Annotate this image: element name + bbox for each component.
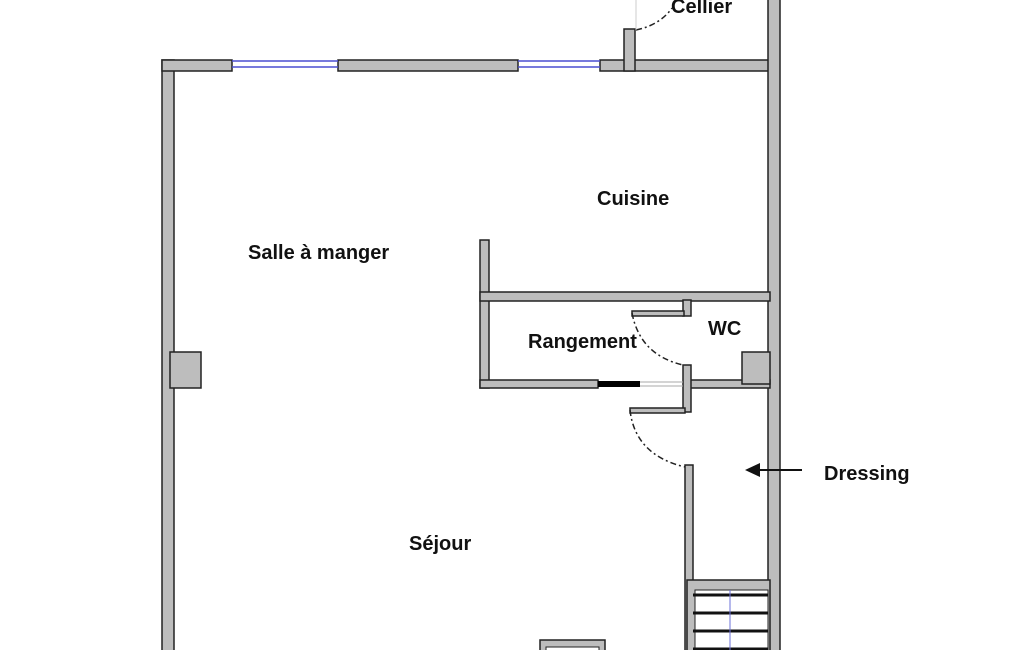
- room-label-rangement: Rangement: [528, 331, 637, 353]
- wall-cellier: [623, 28, 636, 72]
- room-label-cellier: Cellier: [671, 0, 733, 18]
- arrow-icon: [745, 463, 802, 477]
- wall-kitchen: [479, 291, 771, 302]
- wall-kitchen: [479, 239, 490, 389]
- sliding-door: [598, 381, 640, 387]
- pillar: [741, 351, 771, 385]
- room-label-wc: WC: [708, 318, 742, 340]
- room-label-cuisine: Cuisine: [597, 188, 670, 210]
- wall-top: [337, 59, 519, 72]
- wall-rangement: [479, 379, 599, 389]
- wall-right: [767, 0, 781, 650]
- window: [232, 60, 600, 68]
- door-swing: [635, 7, 673, 31]
- door-leaf: [629, 407, 686, 414]
- door-swing: [629, 409, 686, 468]
- wall-wc: [682, 364, 692, 413]
- wall-wc: [682, 299, 692, 317]
- room-label-dressing: Dressing: [824, 463, 910, 485]
- wall-dressing: [684, 464, 694, 650]
- fireplace: [539, 639, 606, 650]
- wall-top: [161, 59, 233, 72]
- pillar: [169, 351, 202, 389]
- room-label-sejour: Séjour: [409, 533, 472, 555]
- room-label-salle-a-manger: Salle à manger: [248, 242, 390, 264]
- door-swing: [631, 312, 684, 366]
- door-leaf: [631, 310, 685, 317]
